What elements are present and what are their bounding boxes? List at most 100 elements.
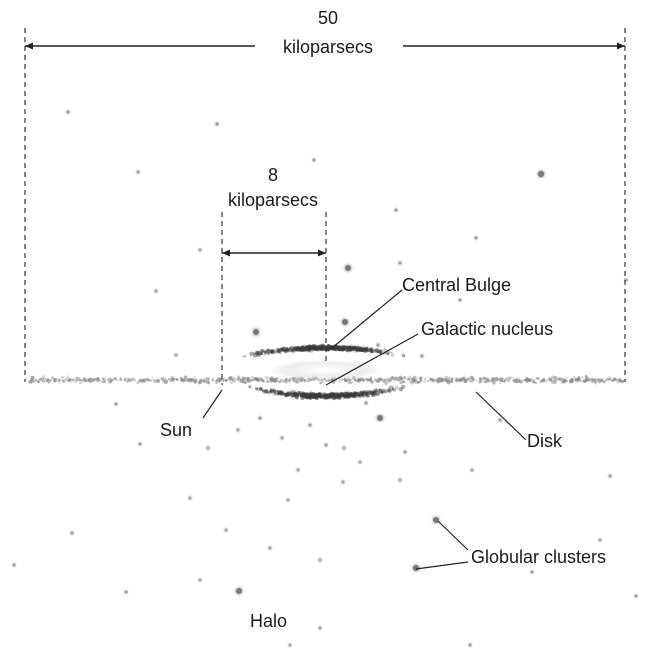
disk-star xyxy=(195,378,198,381)
bulge-star xyxy=(342,347,346,351)
bulge-star xyxy=(296,347,300,350)
disk-star xyxy=(516,377,519,380)
disk-star xyxy=(278,380,281,384)
bulge-star xyxy=(341,393,346,398)
disk-star xyxy=(503,381,506,384)
bulge-star xyxy=(264,349,269,354)
halo-star-core xyxy=(420,354,424,358)
bulge-star xyxy=(333,395,337,400)
disk-star xyxy=(468,377,471,381)
disk-star xyxy=(124,379,127,381)
disk-star xyxy=(303,378,307,382)
disk-star xyxy=(79,378,83,382)
bulge-star xyxy=(364,348,370,353)
bulge-star xyxy=(329,392,334,397)
disk-star xyxy=(368,379,372,383)
bulge-star xyxy=(354,347,359,351)
disk-star xyxy=(250,375,254,379)
bulge-star xyxy=(343,395,346,399)
bulge-star xyxy=(356,345,360,349)
globular-cluster-core xyxy=(413,565,419,571)
bulge-star xyxy=(254,386,259,391)
disk-star xyxy=(486,379,490,383)
disk-star xyxy=(132,378,135,381)
disk-star xyxy=(402,380,406,384)
disk-star xyxy=(134,378,137,381)
disk-star xyxy=(231,378,235,382)
disk-star xyxy=(594,378,596,380)
bulge-star xyxy=(380,390,384,395)
disk-star xyxy=(613,378,617,381)
disk-star xyxy=(262,379,264,382)
disk-star xyxy=(485,378,489,382)
disk-star xyxy=(489,380,492,383)
bulge-star xyxy=(289,390,292,394)
disk-star xyxy=(31,379,35,384)
disk-star xyxy=(101,377,105,380)
bulge-star xyxy=(284,348,287,351)
bulge-star xyxy=(380,390,384,394)
bulge-star xyxy=(376,388,381,393)
bulge-star xyxy=(356,345,359,348)
disk-star xyxy=(248,379,251,383)
bulge-star xyxy=(342,392,345,395)
bulge-star xyxy=(311,346,316,351)
disk-star xyxy=(237,376,241,380)
bulge-star xyxy=(262,389,267,394)
globular-cluster-core xyxy=(377,415,383,421)
bulge-star xyxy=(369,349,374,354)
disk-star xyxy=(307,380,310,383)
disk-star xyxy=(296,381,299,384)
disk-star xyxy=(193,379,197,383)
halo-star-core xyxy=(470,468,474,472)
bulge-star xyxy=(312,396,316,399)
halo-star-core xyxy=(288,643,292,647)
bulge-star xyxy=(324,396,326,398)
bulge-star xyxy=(294,393,299,398)
disk-star xyxy=(219,379,221,381)
halo-star-core xyxy=(398,478,402,482)
disk-star xyxy=(300,379,304,383)
bulge-star xyxy=(326,392,332,398)
disk-star xyxy=(90,378,94,382)
disk-star xyxy=(545,380,548,383)
bulge-star xyxy=(362,390,365,394)
disk-star xyxy=(293,379,297,383)
bulge-star xyxy=(262,390,264,393)
disk-star xyxy=(503,378,507,382)
bulge-star xyxy=(306,392,309,395)
disk-star xyxy=(607,375,611,380)
disk-star xyxy=(111,379,114,382)
disk-star xyxy=(160,377,163,380)
disk-star xyxy=(594,380,597,384)
galactic-nucleus-leader xyxy=(325,333,419,386)
disk-star xyxy=(215,379,218,382)
bulge-star xyxy=(315,393,318,396)
disk-star xyxy=(603,377,606,380)
disk-star xyxy=(590,377,594,382)
disk-star xyxy=(612,380,614,382)
disk-star xyxy=(199,378,203,382)
bulge-star xyxy=(350,393,353,396)
disk-star xyxy=(351,381,354,384)
halo-star-core xyxy=(608,474,612,478)
disk-star xyxy=(69,380,72,383)
disk-star xyxy=(486,377,490,381)
bulge-star xyxy=(294,394,299,399)
disk-star xyxy=(507,376,512,380)
bulge-star xyxy=(299,347,302,350)
disk-star xyxy=(139,380,142,383)
disk-star xyxy=(172,381,175,383)
disk-star xyxy=(218,378,221,381)
disk-star xyxy=(42,377,45,380)
bulge-star xyxy=(347,347,350,349)
disk-star xyxy=(480,380,483,384)
disk-star xyxy=(396,377,400,381)
disk-star xyxy=(533,379,535,381)
halo-star-core xyxy=(394,208,398,212)
disk-star xyxy=(180,378,184,382)
bulge-star xyxy=(340,348,342,350)
halo-star-core xyxy=(308,423,312,427)
bulge-star xyxy=(362,347,367,352)
disk-star xyxy=(358,377,360,380)
